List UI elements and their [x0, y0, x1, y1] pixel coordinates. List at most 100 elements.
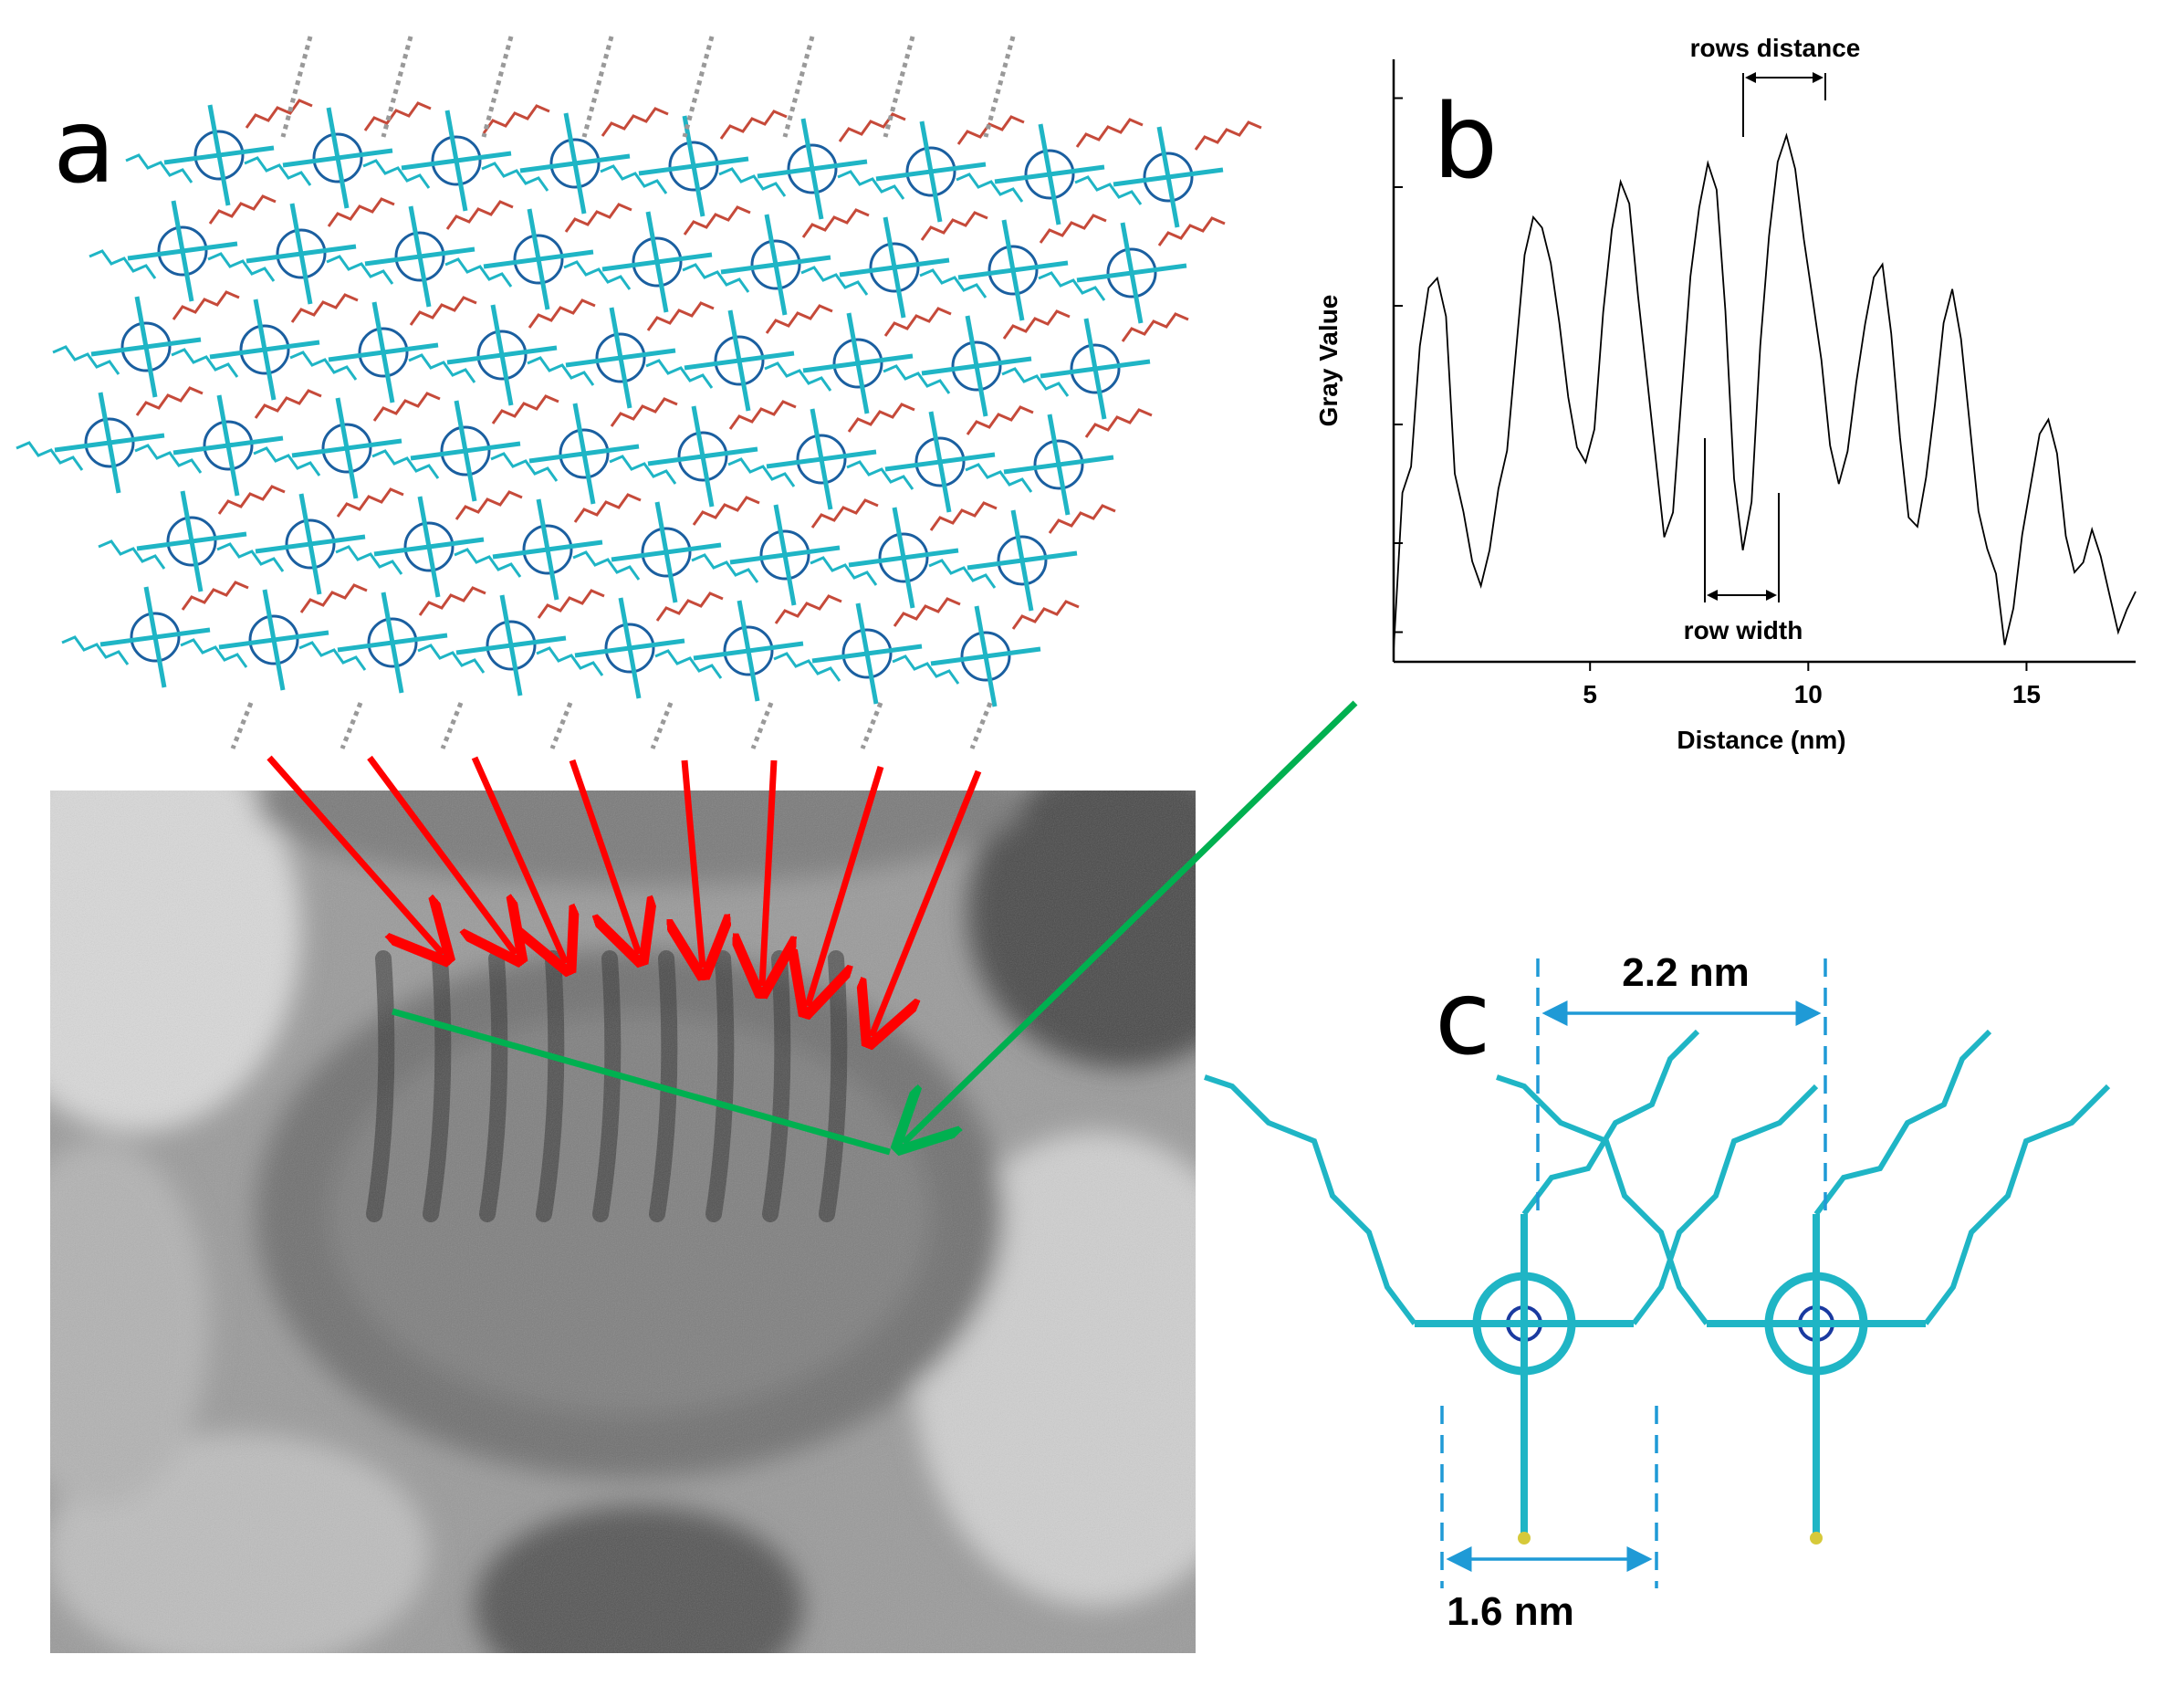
porphyrin-core	[203, 420, 254, 471]
row-guide-top	[782, 36, 815, 138]
alkyl-chain	[1001, 367, 1070, 397]
alkyl-chain	[966, 405, 1034, 435]
linker	[289, 203, 313, 305]
alkyl-chain	[719, 110, 788, 140]
alkyl-chain	[928, 559, 997, 589]
porphyrin-core	[604, 623, 655, 674]
porphyrin-core	[951, 340, 1002, 392]
ether-chain	[1204, 1074, 1417, 1325]
alkyl-chain	[810, 556, 878, 586]
linker	[572, 403, 596, 505]
alkyl-chain	[1002, 309, 1071, 340]
red-arrow	[266, 755, 443, 954]
red-arrow	[684, 759, 703, 968]
linker	[928, 411, 952, 513]
linker	[883, 216, 906, 319]
linker	[1047, 414, 1071, 516]
linker	[98, 392, 121, 494]
panel-label-c: c	[1435, 959, 1491, 1078]
linker	[1156, 126, 1180, 228]
red-arrow	[762, 759, 774, 986]
dimension-annotations: 2.2 nm 1.6 nm	[1440, 950, 1827, 1634]
ether-chain	[1496, 1074, 1709, 1325]
ether-chain	[1521, 1029, 1700, 1216]
alkyl-chain	[564, 203, 632, 233]
porphyrin-core	[367, 617, 418, 668]
row-guide-bottom	[230, 702, 254, 749]
alkyl-chain	[573, 493, 642, 523]
linker	[1120, 222, 1144, 324]
linker	[262, 589, 286, 691]
porphyrin-core	[476, 330, 528, 381]
alkyl-chain	[216, 542, 285, 572]
panel-label-a: a	[53, 88, 116, 206]
linker	[171, 200, 194, 302]
alkyl-chain	[326, 255, 394, 285]
linker	[253, 298, 277, 401]
linker	[1083, 318, 1107, 420]
alkyl-chain	[810, 498, 879, 529]
alkyl-chain	[765, 304, 833, 334]
linker	[536, 498, 559, 601]
porphyrin-core	[750, 239, 801, 290]
alkyl-chain	[727, 457, 796, 487]
alkyl-chain	[893, 597, 961, 627]
row-guide-top	[280, 36, 313, 138]
porphyrin-core	[166, 516, 217, 567]
y-ticks	[1394, 97, 1403, 634]
sulfur-atom	[1810, 1532, 1823, 1545]
alkyl-chain	[481, 162, 549, 192]
alkyl-chain	[125, 153, 193, 183]
row-guide-bottom	[860, 702, 883, 749]
linker	[974, 605, 998, 707]
porphyrin-core	[1106, 247, 1157, 298]
porphyrin-core	[549, 138, 601, 189]
alkyl-chain	[801, 208, 870, 238]
alkyl-chain	[800, 266, 869, 296]
alkyl-chain	[444, 257, 513, 288]
molecule-structure-c	[1204, 1029, 2111, 1545]
alkyl-chain	[16, 441, 84, 471]
alkyl-chain	[1075, 118, 1144, 148]
alkyl-chain	[692, 496, 760, 526]
porphyrin-core	[559, 428, 610, 479]
alkyl-chain	[298, 641, 367, 671]
linker	[527, 208, 550, 310]
porphyrin-core	[832, 338, 883, 389]
alkyl-chain	[1157, 216, 1226, 246]
porphyrin-core	[1024, 149, 1075, 200]
alkyl-chain	[289, 351, 358, 381]
linker	[444, 110, 468, 212]
alkyl-chain	[838, 112, 906, 142]
tem-micrograph	[50, 791, 1196, 1653]
alkyl-chain	[572, 550, 641, 581]
alkyl-chain	[52, 345, 120, 375]
linker	[737, 600, 760, 702]
alkyl-chain	[609, 455, 677, 485]
alkyl-chain	[600, 164, 668, 194]
row-guide-bottom	[969, 702, 993, 749]
ether-chain	[1813, 1029, 1992, 1216]
alkyl-chain	[245, 99, 313, 129]
alkyl-chain	[920, 211, 988, 241]
linker	[180, 490, 204, 592]
linker	[563, 112, 587, 215]
alkyl-chain	[1011, 600, 1080, 630]
alkyl-chain	[645, 359, 714, 389]
alkyl-chain	[135, 386, 204, 416]
porphyrin-core	[787, 143, 838, 194]
alkyl-chain	[98, 539, 166, 570]
alkyl-chain	[254, 389, 322, 419]
alkyl-chain	[1084, 408, 1153, 438]
alkyl-chain	[682, 263, 750, 293]
linker	[691, 405, 715, 508]
alkyl-chain	[1121, 312, 1189, 342]
alkyl-chain	[336, 487, 404, 518]
alkyl-chain	[764, 361, 832, 392]
profile-series-line	[1393, 132, 2137, 651]
red-arrow	[808, 765, 884, 1006]
linker	[892, 507, 915, 609]
row-guide-bottom	[650, 702, 674, 749]
porphyrin-core	[759, 529, 810, 581]
